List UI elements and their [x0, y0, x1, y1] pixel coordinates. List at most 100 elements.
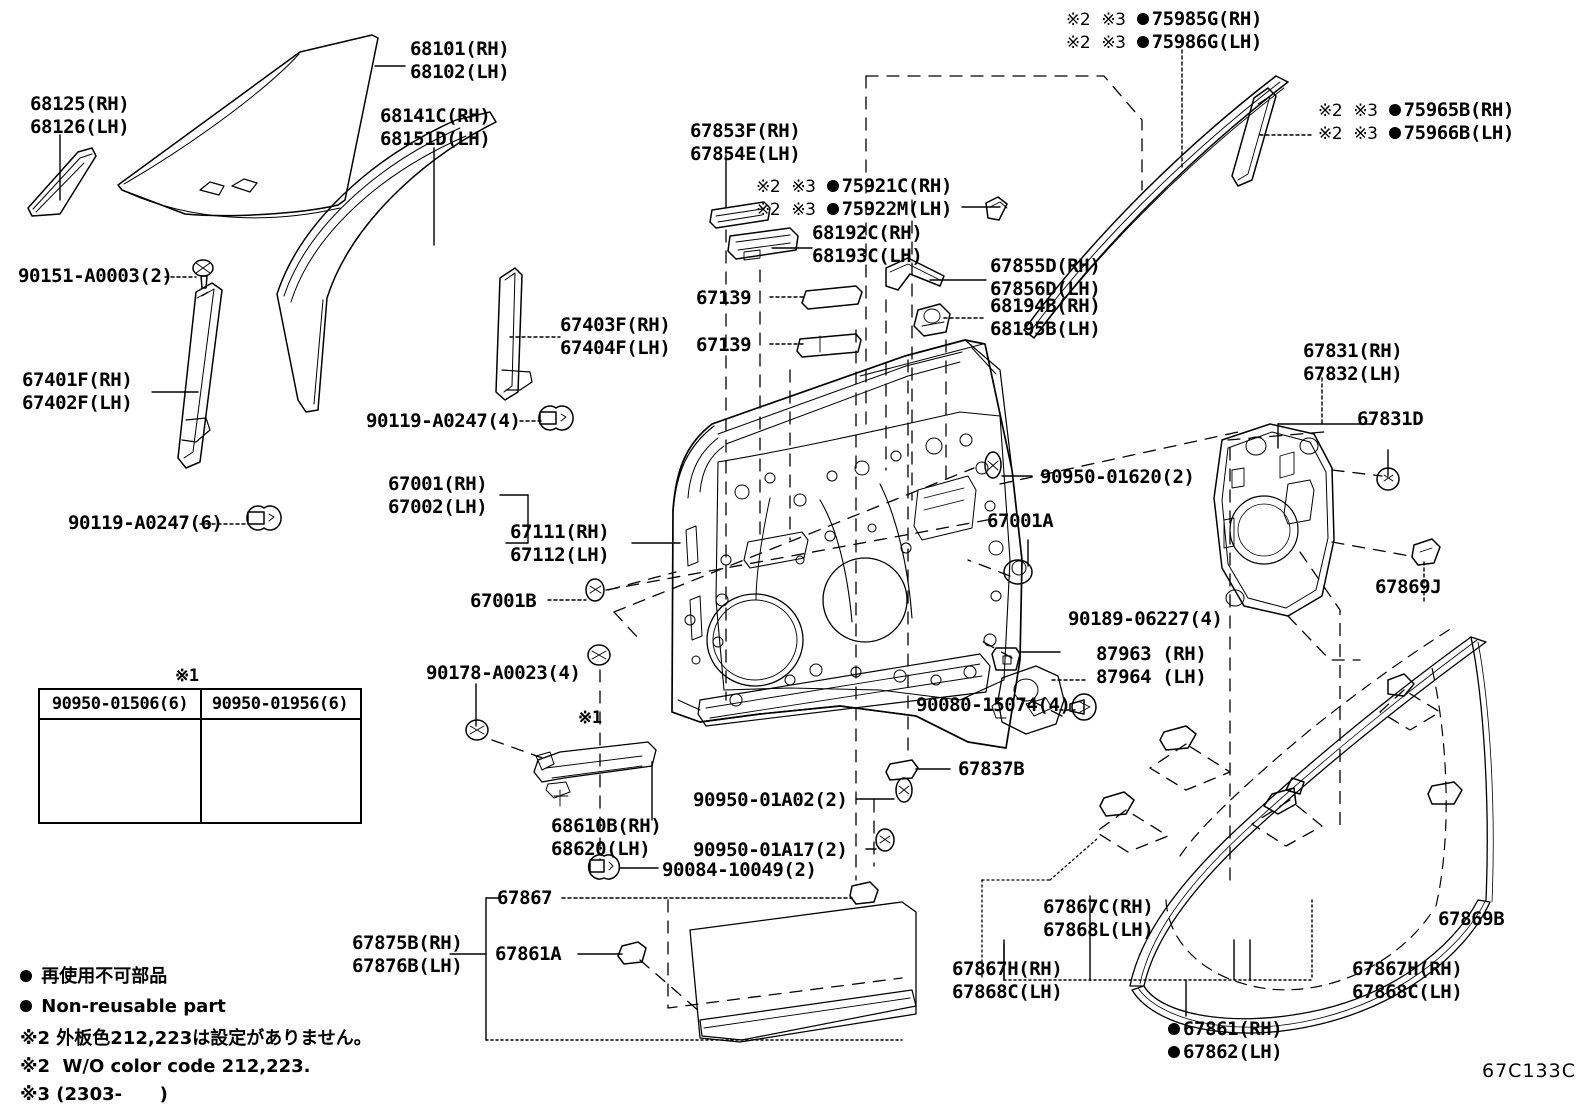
legend-title: ※1 — [175, 666, 199, 686]
division-bar-shape — [177, 282, 223, 469]
label-screw-90151: 90151-A0003(2) — [18, 265, 173, 287]
star2-marker: ※2 — [1318, 101, 1343, 121]
footnote-0-text: 再使用不可部品 — [41, 966, 168, 987]
label-front-door-glass: 68101(RH) 68102(LH) — [410, 38, 510, 83]
non-reusable-dot-icon — [1136, 12, 1149, 25]
label-cover-75921c: ※2 ※3 75921C(RH) — [756, 175, 952, 199]
label-division-bar: 67401F(RH) 67402F(LH) — [22, 369, 133, 414]
non-reusable-dot-icon — [826, 202, 839, 215]
star3-marker: ※3 — [791, 177, 816, 197]
label-moulding-75965b: ※2 ※3 75965B(RH) — [1318, 99, 1514, 123]
label-clip-67837b: 67837B — [958, 758, 1025, 780]
star3-marker: ※3 — [1101, 10, 1126, 30]
label-plug-67139-a: 67139 — [696, 287, 752, 309]
label-screw-90080: 90080-15074(4) — [916, 694, 1071, 716]
star3-marker: ※3 — [1353, 124, 1378, 144]
label-bracket-67855d: 67855D(RH) 67856D(LH) — [990, 255, 1101, 300]
label-weatherstrip-67861: 67861(RH) — [1168, 1018, 1283, 1041]
footnote-1-text: Non-reusable part — [41, 996, 226, 1017]
legend-cell-0: 90950-01506(6) — [40, 690, 202, 822]
star3-marker: ※3 — [1353, 101, 1378, 121]
star3-marker: ※3 — [1101, 33, 1126, 53]
footnote-4: ※3 (2303- ) — [20, 1084, 168, 1105]
window-regulator-shape — [1213, 423, 1335, 617]
star2-marker: ※2 — [1318, 124, 1343, 144]
star2-marker: ※2 — [756, 177, 781, 197]
star1-marker-door: ※1 — [578, 708, 602, 728]
front-door-glass-shape — [117, 34, 379, 219]
label-door-hinge: 68610B(RH) 68620(LH) — [551, 815, 662, 860]
label-bracket-67853f: 67853F(RH) 67854E(LH) — [690, 120, 801, 165]
label-glass-run-channel: 68141C(RH) 68151D(LH) — [380, 105, 491, 150]
door-hinge-shape — [533, 741, 657, 807]
label-75986g-text: 75986G(LH) — [1151, 31, 1263, 53]
star3-marker: ※3 — [791, 200, 816, 220]
label-clip-67867h-right: 67867H(RH) 67868C(LH) — [1352, 958, 1463, 1003]
weatherstrip-clip-icons — [1099, 673, 1463, 817]
diagram-code: 67C133C — [1482, 1060, 1576, 1082]
label-belt-moulding-75986g: ※2 ※3 75986G(LH) — [1066, 31, 1262, 55]
non-reusable-dot-icon — [1136, 35, 1149, 48]
label-clip-67869j: 67869J — [1375, 576, 1442, 598]
label-75985g-text: 75985G(RH) — [1151, 8, 1263, 30]
star2-marker: ※2 — [1066, 33, 1091, 53]
non-reusable-dot-icon — [1168, 1022, 1180, 1035]
label-75965b-text: 75965B(RH) — [1403, 99, 1515, 121]
footnote-3: ※2 W/O color code 212,223. — [20, 1056, 311, 1077]
non-reusable-dot-icon — [826, 179, 839, 192]
label-clip-90178: 90178-A0023(4) — [426, 662, 581, 684]
label-door-panel: 67111(RH) 67112(LH) — [510, 521, 610, 566]
non-reusable-dot-icon — [1168, 1045, 1180, 1058]
star2-marker: ※2 — [756, 200, 781, 220]
footnote-0: 再使用不可部品 — [20, 966, 372, 996]
label-plug-67001a: 67001A — [987, 510, 1054, 532]
rear-channel-shape — [495, 267, 533, 401]
label-clip-90950-01620: 90950-01620(2) — [1040, 466, 1195, 488]
footnotes: 再使用不可部品 Non-reusable part ※2 外板色212,223は… — [20, 966, 372, 1112]
clip-icons-bottom — [617, 881, 879, 965]
label-75966b-text: 75966B(LH) — [1403, 122, 1515, 144]
label-clip-67867c: 67867C(RH) 67868L(LH) — [1043, 896, 1154, 941]
legend-box: 90950-01506(6) 90950-01956(6) — [38, 688, 362, 824]
footnote-1: Non-reusable part — [20, 996, 372, 1028]
non-reusable-dot-icon — [20, 970, 32, 982]
label-garnish-68192c: 68192C(RH) 68193C(LH) — [812, 222, 923, 267]
label-plug-90950-01a17: 90950-01A17(2) — [693, 839, 848, 861]
label-retainer-68194b: 68194B(RH) 68195B(LH) — [990, 295, 1101, 340]
legend-part-number-1: 90950-01956(6) — [200, 690, 360, 720]
assembly-dashed-lines — [491, 75, 1441, 1013]
belt-moulding-lower-shape — [689, 901, 917, 1043]
label-rear-channel: 67403F(RH) 67404F(LH) — [560, 314, 671, 359]
label-bolt-90119-6: 90119-A0247(6) — [68, 512, 223, 534]
door-panel-shape — [671, 339, 1023, 749]
label-belt-moulding-75985g: ※2 ※3 75985G(RH) — [1066, 8, 1262, 32]
weatherstrip-dashes — [1165, 627, 1453, 991]
label-quarter-glass: 68125(RH) 68126(LH) — [30, 93, 130, 138]
label-67861-text: 67861(RH) — [1183, 1018, 1283, 1040]
label-cover-75922m-text: 75922M(LH) — [841, 198, 953, 220]
label-67862-text: 67862(LH) — [1183, 1041, 1283, 1063]
non-reusable-dot-icon — [20, 1000, 32, 1012]
label-clip-67861a: 67861A — [495, 943, 562, 965]
glass-run-channel-shape — [276, 111, 497, 413]
label-nut-67831d: 67831D — [1357, 408, 1424, 430]
label-door-sub-assy: 67001(RH) 67002(LH) — [388, 473, 488, 518]
label-plug-67139-b: 67139 — [696, 334, 752, 356]
legend-cell-1: 90950-01956(6) — [200, 690, 360, 822]
label-bolt-90084: 90084-10049(2) — [662, 859, 817, 881]
label-moulding-75966b: ※2 ※3 75966B(LH) — [1318, 122, 1514, 146]
label-clip-67869b: 67869B — [1438, 908, 1505, 930]
non-reusable-dot-icon — [1388, 126, 1401, 139]
clip-67869j-shape — [1411, 538, 1441, 566]
label-bolt-90119-4: 90119-A0247(4) — [366, 410, 521, 432]
label-belt-moulding-67875b: 67875B(RH) 67876B(LH) — [352, 932, 463, 977]
label-door-lock: 87963 (RH) 87964 (LH) — [1096, 643, 1207, 688]
star2-marker: ※2 — [1066, 10, 1091, 30]
quarter-glass-shape — [27, 147, 97, 217]
label-clip-67867h-left: 67867H(RH) 67868C(LH) — [952, 958, 1063, 1003]
fastener-icons — [192, 259, 1400, 880]
leader-lines — [59, 49, 1425, 1041]
label-weatherstrip-67862: 67862(LH) — [1168, 1041, 1283, 1064]
legend-part-number-0: 90950-01506(6) — [40, 690, 200, 720]
